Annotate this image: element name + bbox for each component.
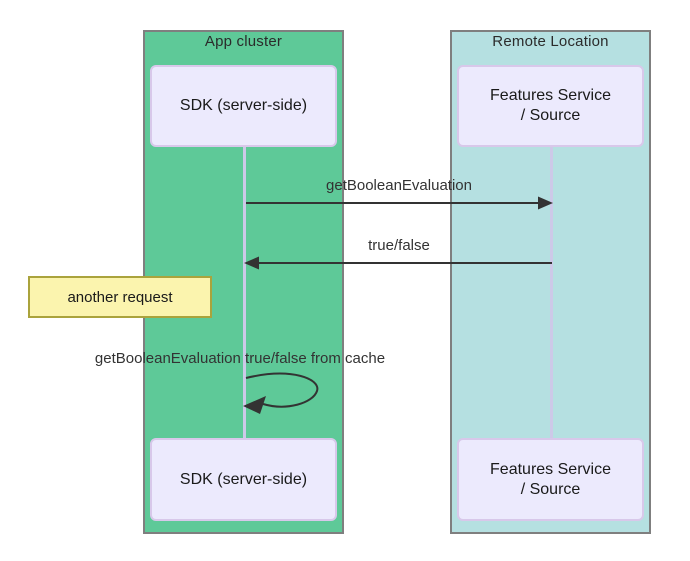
participant-label-line2: / Source bbox=[520, 107, 581, 124]
participant-sdk-bottom: SDK (server-side) bbox=[150, 438, 337, 521]
participant-label: SDK (server-side) bbox=[179, 97, 308, 114]
lifeline-sdk bbox=[243, 147, 246, 438]
participant-features-bottom: Features Service / Source bbox=[457, 438, 644, 521]
participant-sdk-top: SDK (server-side) bbox=[150, 65, 337, 147]
message-label-get-boolean-evaluation: getBooleanEvaluation bbox=[326, 177, 472, 194]
note-text: another request bbox=[67, 288, 173, 306]
lifeline-features-service bbox=[550, 147, 553, 438]
participant-label-line1: Features Service bbox=[490, 87, 611, 104]
participant-label: SDK (server-side) bbox=[179, 470, 308, 488]
message-label-cache: getBooleanEvaluation true/false from cac… bbox=[94, 350, 386, 367]
message-label-true-false: true/false bbox=[368, 237, 430, 254]
note-another-request: another request bbox=[28, 276, 212, 318]
participant-features-top: Features Service / Source bbox=[457, 65, 644, 147]
lane-remote-location-title: Remote Location bbox=[492, 33, 609, 50]
participant-label-line2: / Source bbox=[520, 480, 581, 498]
lane-app-cluster-title: App cluster bbox=[204, 33, 283, 50]
participant-label-line1: Features Service bbox=[490, 460, 611, 478]
